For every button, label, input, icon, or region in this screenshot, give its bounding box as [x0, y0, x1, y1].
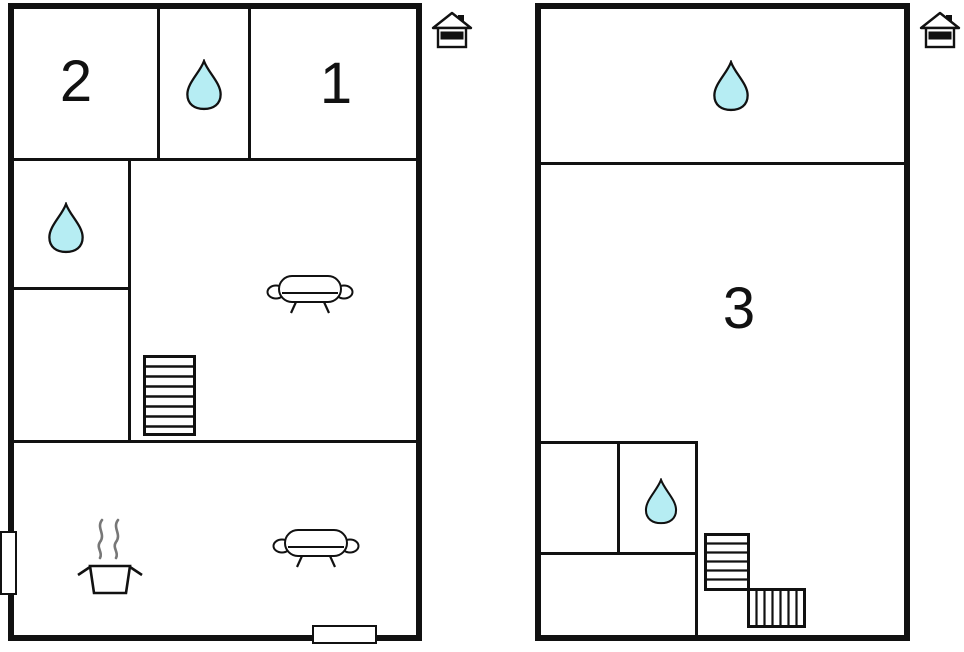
wall: [617, 441, 620, 555]
door-marker: [0, 531, 17, 595]
right-plan-exterior-wall: [535, 3, 910, 641]
stairs-l-icon: [704, 533, 806, 628]
sofa-icon: [272, 518, 360, 572]
left-plan-exterior-wall: [8, 3, 422, 641]
wall: [128, 161, 131, 443]
water-drop-icon: [47, 202, 85, 254]
window-marker: [312, 625, 377, 644]
water-drop-icon: [644, 478, 678, 525]
wall: [541, 162, 904, 165]
room-label-3: 3: [722, 276, 756, 341]
water-drop-icon: [185, 59, 223, 111]
house-icon: [431, 11, 473, 53]
stairs-icon: [143, 355, 196, 436]
wall: [14, 440, 416, 443]
cooking-pot-icon: [72, 514, 148, 598]
room-label-2: 2: [59, 49, 93, 114]
wall: [14, 158, 416, 161]
room-label-1: 1: [319, 51, 353, 116]
sofa-icon: [266, 264, 354, 318]
wall: [248, 9, 251, 161]
water-drop-icon: [712, 60, 750, 112]
house-icon: [919, 11, 961, 53]
wall: [157, 9, 160, 161]
wall: [541, 552, 698, 555]
wall: [695, 441, 698, 635]
wall: [14, 287, 131, 290]
steam-icon: [97, 518, 120, 560]
